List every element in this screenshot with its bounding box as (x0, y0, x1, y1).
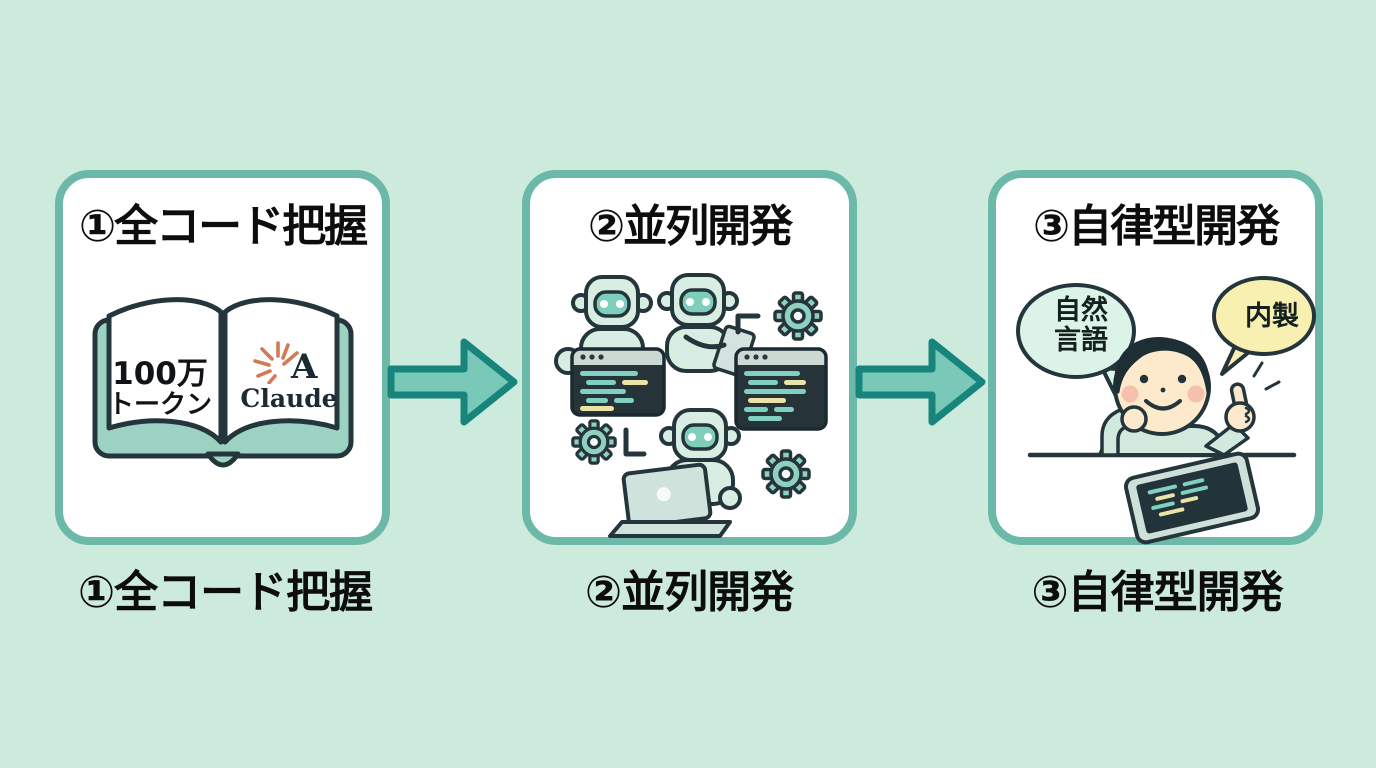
claude-logo: A Claude (231, 338, 347, 413)
laptop-icon (608, 462, 732, 538)
panel1-title: ①全コード把握 (78, 201, 368, 252)
bubble-right-text: 内製 (1245, 301, 1299, 332)
code-window-icon (570, 347, 666, 417)
robot-icon (657, 273, 756, 378)
corner-bracket-icon (735, 313, 761, 335)
caption-step3: ③自律型開発 (1031, 567, 1283, 618)
open-book-icon (92, 297, 354, 468)
token-count-line1: 100万 (112, 356, 208, 392)
claude-logo-letter: A (290, 347, 318, 384)
token-count-line2: トークン (107, 390, 212, 420)
robots-illustration (554, 273, 828, 538)
caption-step1: ①全コード把握 (77, 567, 373, 618)
gear-icon (571, 419, 617, 465)
thumbs-up-icon (1224, 382, 1256, 433)
bubble-left-text: 自然 言語 (1020, 295, 1142, 357)
arrow-right-icon (387, 338, 518, 426)
panel2-title: ②並列開発 (587, 201, 793, 252)
code-window-icon (734, 347, 828, 431)
gear-icon (761, 449, 811, 499)
panel3-title: ③自律型開発 (1032, 201, 1280, 252)
tablet-icon (1123, 451, 1261, 545)
gear-icon (773, 291, 823, 341)
arrow-right-icon (855, 338, 986, 426)
panel-step3: ③自律型開発 (988, 170, 1323, 545)
person-illustration (1016, 276, 1316, 545)
sparkle-lines-icon (1252, 361, 1281, 391)
claude-wordmark: Claude (240, 384, 338, 413)
bubble-left-line1: 自然 (1054, 295, 1108, 326)
panel-step2: ②並列開発 (522, 170, 857, 545)
claude-starburst-icon: A (253, 341, 318, 384)
caption-step2: ②並列開発 (584, 567, 794, 618)
speech-bubble-right-icon (1212, 276, 1316, 376)
person-hair (1114, 337, 1210, 394)
panel-step1: ①全コード把握 100万 トークン A (55, 170, 390, 545)
bubble-left-line2: 言語 (1054, 325, 1108, 357)
corner-bracket-icon (623, 427, 647, 457)
person-hand (1120, 405, 1148, 433)
